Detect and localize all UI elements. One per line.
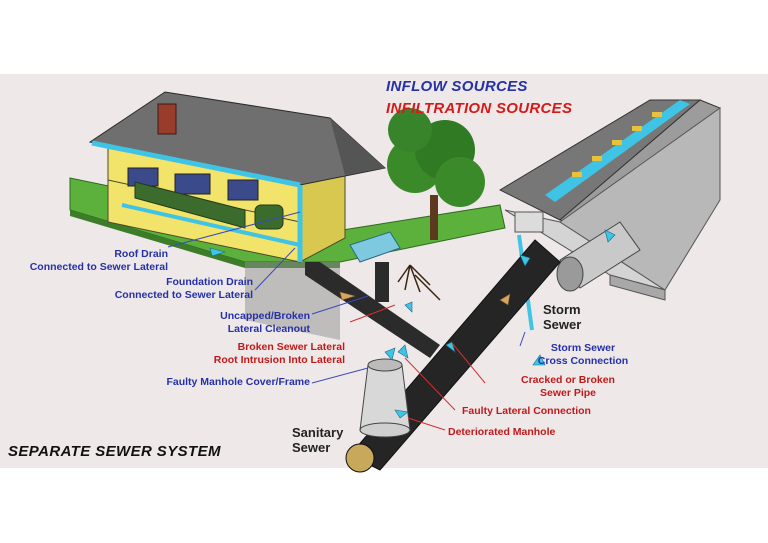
leader-lines-blue (167, 211, 526, 384)
catch-basin (514, 211, 544, 233)
leader-lines-red (349, 304, 486, 431)
label-storm-cross-connection: Storm Sewer Cross Connection (537, 342, 629, 367)
label-cracked-pipe: Cracked or Broken Sewer Pipe (521, 374, 615, 399)
house-roof-side (330, 118, 385, 175)
sanitary-manhole (359, 364, 411, 431)
label-foundation-drain: Foundation Drain Connected to Sewer Late… (114, 276, 253, 301)
label-faulty-manhole-cover: Faulty Manhole Cover/Frame (166, 376, 310, 388)
tree-roots (397, 264, 441, 301)
label-uncapped-cleanout: Uncapped/Broken Lateral Cleanout (220, 310, 310, 335)
label-storm-sewer: Storm Sewer (543, 302, 582, 332)
hedge (134, 181, 246, 229)
legend-infiltration: INFILTRATION SOURCES (386, 100, 573, 117)
chimney (157, 103, 177, 135)
sewer-lateral (305, 262, 440, 358)
cleanout (349, 231, 401, 263)
tree-trunk (430, 195, 438, 240)
label-sanitary-sewer: Sanitary Sewer (292, 425, 344, 455)
flow-arrows-tan (339, 291, 511, 306)
flow-arrows (209, 229, 616, 419)
label-deteriorated-manhole: Deteriorated Manhole (448, 426, 556, 438)
storm-trench-wall (609, 274, 666, 301)
legend-inflow: INFLOW SOURCES (386, 78, 528, 95)
foundation-drain (121, 203, 301, 247)
label-broken-lateral: Broken Sewer Lateral Root Intrusion Into… (213, 341, 345, 366)
diagram-title: SEPARATE SEWER SYSTEM (8, 443, 221, 460)
roof-gutter (91, 140, 301, 188)
label-roof-drain: Roof Drain Connected to Sewer Lateral (29, 248, 168, 273)
label-faulty-lateral-connection: Faulty Lateral Connection (462, 405, 591, 417)
